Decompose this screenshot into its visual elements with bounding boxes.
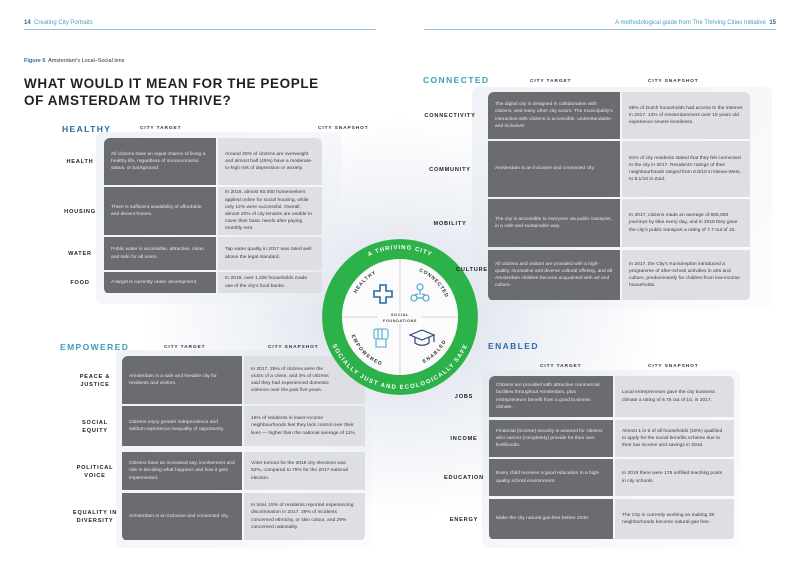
city-target-cell: Public water is accessible, attractive, … <box>104 237 216 270</box>
row-label: HEALTH <box>66 159 94 165</box>
table-row: Public water is accessible, attractive, … <box>104 237 322 270</box>
table-row: Make the city natural gas-free before 20… <box>489 499 734 539</box>
healthy-table: All citizens have an equal chance of liv… <box>104 138 322 294</box>
row-label: CULTURE <box>456 266 488 273</box>
row-label: PEACE & JUSTICE <box>79 373 111 388</box>
city-target-cell: The digital city is designed in collabor… <box>488 92 620 139</box>
row-label: MOBILITY <box>433 220 467 227</box>
connected-city-snapshot-header: CITY SNAPSHOT <box>648 79 699 84</box>
table-row: Financial (income) security is assured f… <box>489 420 734 457</box>
right-page-header: A methodological guide from The Thriving… <box>615 20 776 26</box>
enabled-city-snapshot-header: CITY SNAPSHOT <box>648 364 699 369</box>
city-target-cell: A target is currently under development. <box>104 272 216 293</box>
table-row: Every child receives a good education in… <box>489 459 734 496</box>
row-label: INCOME <box>450 436 478 442</box>
connected-section-heading: CONNECTED <box>423 75 490 85</box>
city-snapshot-cell: In 2017, the City's Kunstenplan introduc… <box>622 250 750 300</box>
city-snapshot-cell: In 2018, over 1,200 households made use … <box>218 272 322 293</box>
city-target-cell: Every child receives a good education in… <box>489 459 613 496</box>
wheel-center-line2: FOUNDATIONS <box>383 319 417 323</box>
connected-table: The digital city is designed in collabor… <box>488 92 750 301</box>
enabled-section-heading: ENABLED <box>488 341 539 351</box>
wheel-center-line1: SOCIAL <box>391 313 409 317</box>
city-snapshot-cell: In 2019 there were 175 unfilled teaching… <box>615 459 734 496</box>
city-snapshot-cell: The City is currently working on making … <box>615 499 734 539</box>
city-target-cell: All citizens have an equal chance of liv… <box>104 138 216 185</box>
network-nodes-icon <box>411 284 429 301</box>
city-target-cell: Make the city natural gas-free before 20… <box>489 499 613 539</box>
city-target-cell: Citizens enjoy greater independence and … <box>122 406 242 446</box>
city-snapshot-cell: In total, 15% of residents reported expe… <box>244 493 365 540</box>
table-row: Amsterdam is an inclusive and connected … <box>122 493 365 540</box>
city-snapshot-cell: Local entrepreneurs gave the city busine… <box>615 376 734 417</box>
city-snapshot-cell: Voter turnout for the 2018 city election… <box>244 452 365 490</box>
empowered-table: Amsterdam is a safe and liveable city fo… <box>122 356 365 541</box>
city-target-cell: Financial (income) security is assured f… <box>489 420 613 457</box>
row-label: POLITICAL VOICE <box>76 464 114 479</box>
city-snapshot-cell: 16% of residents in lower-income neighbo… <box>244 406 365 446</box>
table-row: There is sufficient availability of affo… <box>104 187 322 235</box>
table-row: The digital city is designed in collabor… <box>488 92 750 139</box>
raised-fist-icon <box>374 329 388 347</box>
healthy-city-snapshot-header: CITY SNAPSHOT <box>318 126 369 131</box>
city-target-cell: Citizens are provided with attractive co… <box>489 376 613 417</box>
table-row: Citizens have an increased say, involvem… <box>122 452 365 490</box>
right-header-rule <box>424 29 776 30</box>
table-row: Amsterdam is a safe and liveable city fo… <box>122 356 365 404</box>
empowered-city-target-header: CITY TARGET <box>164 345 206 350</box>
city-snapshot-cell: 81% of city residents stated that they f… <box>622 141 750 197</box>
city-target-cell: Amsterdam is an inclusive and connected … <box>122 493 242 540</box>
table-row: All citizens and visitors are provided w… <box>488 250 750 300</box>
city-snapshot-cell: In 2018, almost 60,000 homeseekers appli… <box>218 187 322 235</box>
table-row: All citizens have an equal chance of liv… <box>104 138 322 185</box>
table-row: Citizens enjoy greater independence and … <box>122 406 365 446</box>
row-label: COMMUNITY <box>429 166 471 173</box>
city-target-cell: All citizens and visitors are provided w… <box>488 250 620 300</box>
city-snapshot-cell: 98% of Dutch households had access to th… <box>622 92 750 139</box>
table-row: The city is accessible to everyone via p… <box>488 199 750 247</box>
city-snapshot-cell: In 2017, 25% of citizens were the victim… <box>244 356 365 404</box>
healthy-city-target-header: CITY TARGET <box>140 126 182 131</box>
health-cross-icon <box>374 285 392 303</box>
city-target-cell: Amsterdam is an inclusive and connected … <box>488 141 620 197</box>
left-page-header: 14 Creating City Portraits <box>24 20 93 26</box>
row-label: CONNECTIVITY <box>424 113 476 119</box>
row-label: EQUALITY IN DIVERSITY <box>72 510 118 524</box>
row-label: ENERGY <box>449 516 479 523</box>
enabled-city-target-header: CITY TARGET <box>540 364 582 369</box>
city-target-cell: Amsterdam is a safe and liveable city fo… <box>122 356 242 404</box>
enabled-table: Citizens are provided with attractive co… <box>489 376 734 540</box>
healthy-section-heading: HEALTHY <box>62 124 112 134</box>
row-label: WATER <box>68 251 92 257</box>
connected-city-target-header: CITY TARGET <box>530 79 572 84</box>
city-snapshot-cell: Almost 1 in 5 of all households (18%) qu… <box>615 420 734 457</box>
city-target-cell: Citizens have an increased say, involvem… <box>122 452 242 490</box>
left-header-rule <box>24 29 376 30</box>
city-target-cell: The city is accessible to everyone via p… <box>488 199 620 247</box>
figure-caption: Figure 6 Amsterdam's Local–Social lens <box>24 58 125 64</box>
city-snapshot-cell: In 2017, citizens made an average of 665… <box>622 199 750 247</box>
row-label: SOCIAL EQUITY <box>82 419 108 434</box>
city-snapshot-cell: Around 40% of citizens are overweight an… <box>218 138 322 185</box>
row-label: HOUSING <box>64 208 96 215</box>
table-row: A target is currently under development.… <box>104 272 322 293</box>
row-label: FOOD <box>70 280 90 286</box>
row-label: JOBS <box>454 394 474 400</box>
table-row: Amsterdam is an inclusive and connected … <box>488 141 750 197</box>
row-label: EDUCATION <box>443 475 485 481</box>
city-snapshot-cell: Tap water quality in 2017 was rated well… <box>218 237 322 270</box>
city-target-cell: There is sufficient availability of affo… <box>104 187 216 235</box>
table-row: Citizens are provided with attractive co… <box>489 376 734 417</box>
graduation-cap-icon <box>410 330 434 345</box>
empowered-city-snapshot-header: CITY SNAPSHOT <box>268 345 319 350</box>
empowered-section-heading: EMPOWERED <box>60 342 130 352</box>
